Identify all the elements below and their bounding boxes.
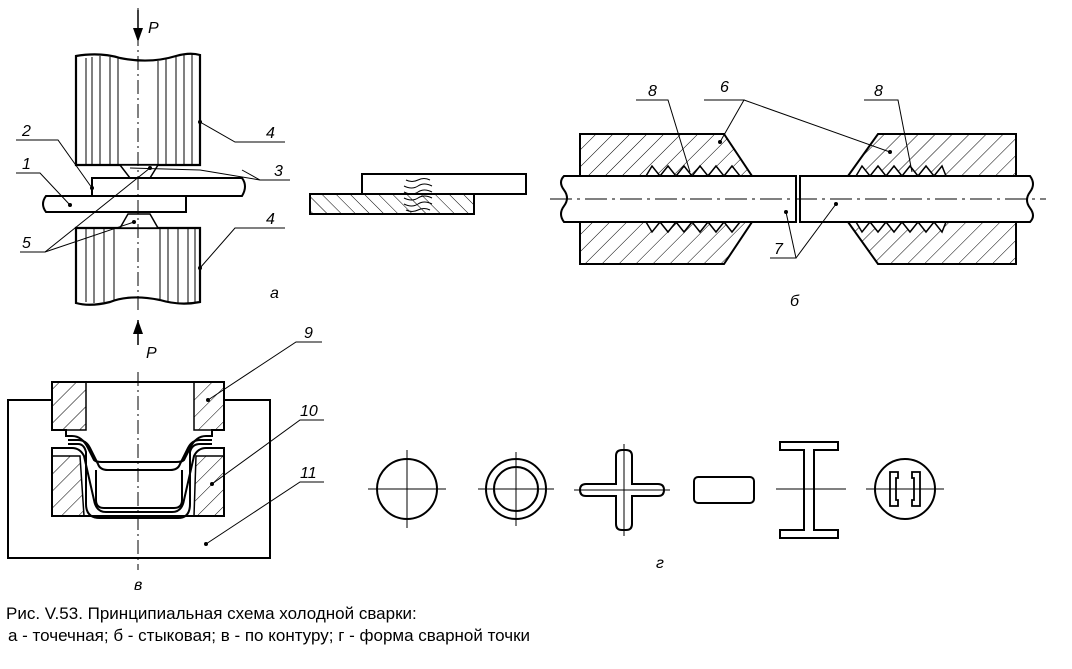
right-clamp-top — [846, 133, 1017, 177]
upper-sheet — [91, 177, 246, 197]
label-1: 1 — [22, 156, 31, 173]
shape-ring — [478, 452, 554, 526]
label-11: 11 — [300, 465, 317, 482]
label-4-bottom: 4 — [266, 211, 275, 228]
scheme-v-contour-welding: 9 10 11 в — [7, 325, 324, 594]
scheme-g-weld-point-shapes: г — [368, 441, 944, 572]
force-label-top: P — [148, 20, 159, 37]
scheme-b-butt-welding: 8 6 8 7 б — [550, 79, 1046, 310]
label-8-left: 8 — [648, 83, 657, 100]
shape-circle — [368, 450, 446, 528]
label-10: 10 — [300, 403, 318, 420]
shape-cross — [574, 444, 670, 536]
sublabel-g: г — [656, 555, 664, 572]
sublabel-b: б — [790, 293, 800, 310]
lower-sheet — [42, 195, 187, 213]
force-label-bottom: P — [146, 345, 157, 362]
label-2: 2 — [21, 123, 31, 140]
force-arrow-bottom — [133, 320, 143, 345]
shape-circle-with-brackets — [866, 458, 944, 520]
welding-diagram: P P 2 1 4 3 4 5 а — [7, 8, 1046, 594]
right-clamp-bottom — [846, 221, 1017, 265]
figure-caption-legend: а - точечная; б - стыковая; в - по конту… — [8, 626, 531, 645]
figure-caption-title: Рис. V.53. Принципиальная схема холодной… — [6, 604, 417, 623]
label-8-right: 8 — [874, 83, 883, 100]
label-9: 9 — [304, 325, 313, 342]
welded-joint-section — [309, 173, 527, 215]
left-rod — [560, 175, 797, 223]
scheme-a-spot-welding: P P 2 1 4 3 4 5 а — [16, 8, 527, 362]
force-arrow-top — [133, 10, 143, 42]
sublabel-v: в — [134, 577, 142, 594]
shape-i-beam — [776, 441, 846, 539]
label-4-top: 4 — [266, 125, 275, 142]
shape-bar — [693, 476, 755, 504]
label-7: 7 — [774, 241, 784, 258]
label-5: 5 — [22, 235, 31, 252]
sublabel-a: а — [270, 285, 279, 302]
label-3: 3 — [274, 163, 283, 180]
label-6: 6 — [720, 79, 729, 96]
